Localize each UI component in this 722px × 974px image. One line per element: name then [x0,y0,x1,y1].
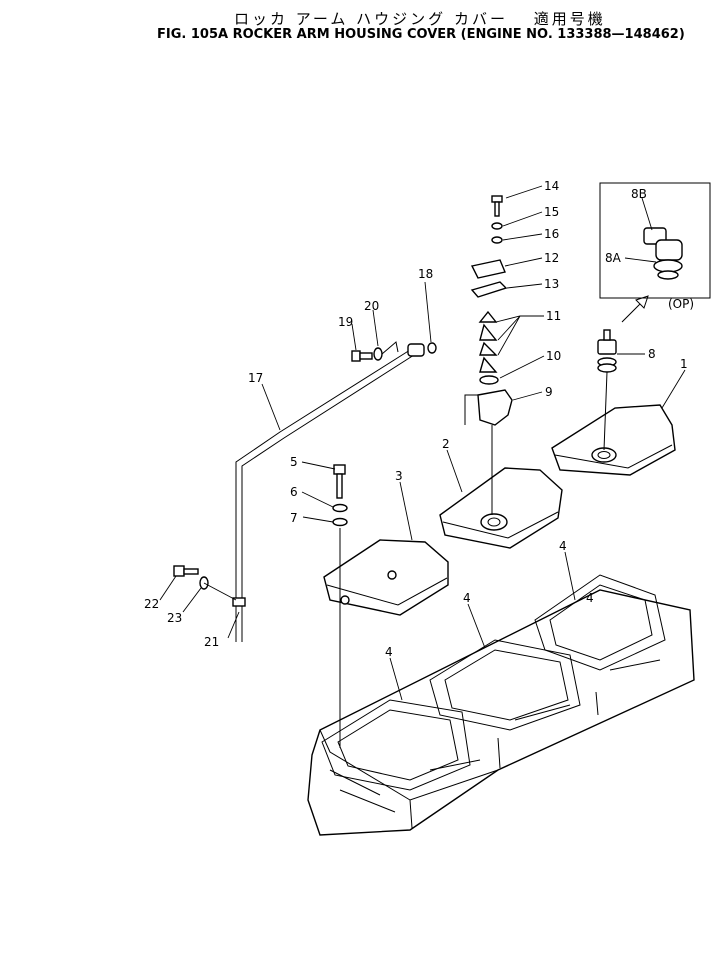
callout-9: 9 [545,385,553,399]
callout-2: 2 [442,437,450,451]
callout-21: 21 [204,635,219,649]
washer-7 [332,517,348,527]
bolt-14 [491,195,503,217]
callout-11: 11 [546,309,561,323]
callout-15: 15 [544,205,559,219]
callout-14: 14 [544,179,559,193]
cover-12 [470,259,506,279]
callout-20: 20 [364,299,379,313]
washer-16 [491,236,503,244]
sensor-8a-8b-detail [643,227,683,280]
callout-16: 16 [544,227,559,241]
callout-10: 10 [546,349,561,363]
leader-lines [159,185,686,701]
bolt-5 [333,464,346,499]
rocker-cover-2 [439,467,563,549]
breather-body-9 [477,389,513,426]
arrow-icon [621,295,649,323]
callout-labels: 1 2 3 4 4 4 4 5 6 7 8 8A 8B 9 10 11 12 1… [144,179,694,659]
inset-note: (OP) [668,297,694,311]
inset-box [599,182,711,299]
cylinder-head [307,574,695,836]
callout-12: 12 [544,251,559,265]
title-japanese: ロッカ アーム ハウジング カバー 適用号機 [234,10,606,28]
callout-8a: 8A [605,251,622,265]
bolt-22 [173,565,199,577]
callout-6: 6 [290,485,298,499]
oring-18 [427,342,437,354]
bolt-19 [351,350,373,362]
callout-23: 23 [167,611,182,625]
callout-4a: 4 [559,539,567,553]
callout-13: 13 [544,277,559,291]
rocker-cover-1 [551,404,676,476]
washer-6 [332,503,348,513]
washer-15 [491,222,503,230]
callout-8: 8 [648,347,656,361]
callout-17: 17 [248,371,263,385]
washer-20 [373,347,383,361]
callout-4d: 4 [586,591,594,605]
figure-title: FIG. 105A ROCKER ARM HOUSING COVER (ENGI… [157,27,685,42]
baffle-cones-11 [478,310,498,373]
callout-22: 22 [144,597,159,611]
gasket-13 [470,281,508,298]
sensor-8 [597,329,617,373]
element-10 [479,375,499,385]
rocker-cover-3 [323,539,449,616]
callout-7: 7 [290,511,298,525]
callout-18: 18 [418,267,433,281]
callout-19: 19 [338,315,353,329]
callout-8b: 8B [631,187,647,201]
callout-3: 3 [395,469,403,483]
gauge-tube-17 [232,343,425,642]
callout-4b: 4 [463,591,471,605]
callout-1: 1 [680,357,688,371]
callout-4c: 4 [385,645,393,659]
callout-5: 5 [290,455,298,469]
